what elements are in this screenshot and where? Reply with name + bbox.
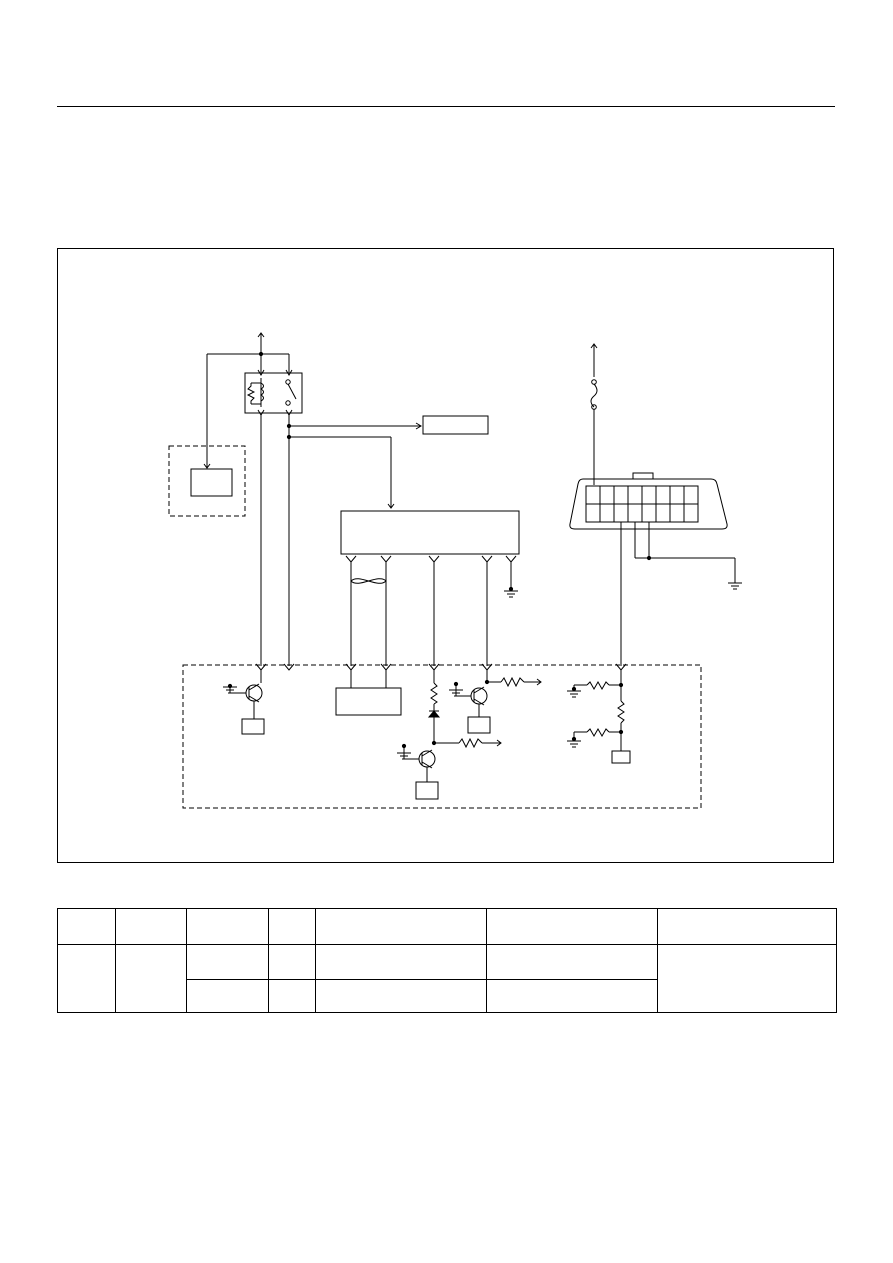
table-header-cell — [657, 908, 837, 945]
table-header-row — [57, 908, 837, 945]
ground-symbol — [504, 590, 518, 598]
middle-component — [340, 510, 520, 555]
pullup-diode-transistor — [397, 670, 502, 800]
table-header-cell — [115, 908, 187, 945]
transistor-driver-2 — [449, 670, 542, 734]
table-cell — [315, 979, 487, 1013]
remote-component-box — [422, 415, 489, 435]
table-header-cell — [268, 908, 316, 945]
table-header-cell — [315, 908, 487, 945]
table-header-cell — [486, 908, 658, 945]
circuit-schematic — [168, 332, 742, 809]
table-row — [58, 979, 837, 1013]
table-cell — [268, 979, 316, 1013]
data-link-connector — [569, 472, 728, 530]
fuse-symbol — [590, 383, 598, 408]
table-cell — [186, 944, 269, 980]
control-module-dashed — [182, 664, 702, 809]
transistor-driver-1 — [223, 670, 265, 735]
twisted-pair-symbol — [350, 578, 387, 584]
communication-circuit-box — [335, 687, 402, 716]
table-cell — [115, 944, 187, 1013]
table-cell — [315, 944, 487, 980]
dtc-table — [57, 908, 837, 1013]
middle-connectors — [345, 555, 517, 563]
table-cell — [486, 944, 658, 980]
module-dashed-left — [168, 445, 246, 517]
table-cell — [486, 979, 658, 1013]
table-cell — [186, 979, 269, 1013]
wiring-diagram — [57, 248, 834, 863]
table-cell — [657, 944, 837, 1013]
table-header-cell — [186, 908, 269, 945]
resistor-network — [567, 670, 631, 764]
header-rule — [57, 106, 835, 107]
table-cell — [57, 944, 116, 1013]
relay — [244, 369, 303, 416]
module-inner-box — [190, 468, 233, 497]
table-header-cell — [57, 908, 116, 945]
table-cell — [268, 944, 316, 980]
ground-symbol — [728, 582, 742, 590]
table-row — [57, 944, 837, 1013]
relay-feed — [203, 332, 290, 469]
